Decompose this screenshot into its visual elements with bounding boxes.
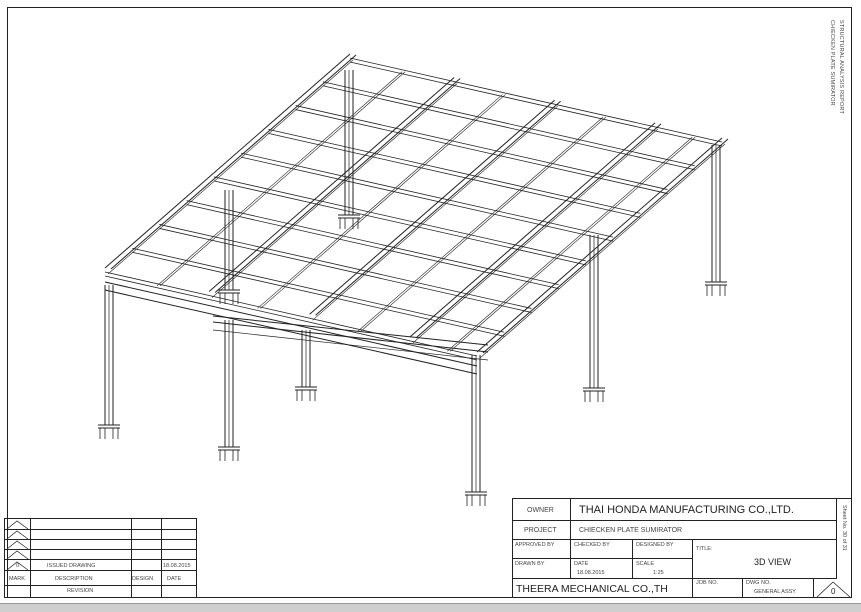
designed-by-label: DESIGNED BY <box>636 542 674 548</box>
revision-mark-triangles-icon <box>6 520 29 571</box>
main-girder <box>309 99 555 315</box>
edge-girder <box>104 289 478 375</box>
approved-by-label: APPROVED BY <box>515 542 555 548</box>
cross-beam <box>322 81 695 167</box>
cross-beam <box>322 85 695 171</box>
cross-beam <box>349 61 723 147</box>
cross-beam <box>268 132 641 218</box>
title-block: OWNER THAI HONDA MANUFACTURING CO.,LTD. … <box>512 498 852 598</box>
purlin <box>159 71 406 286</box>
revision-row-mark: 0 <box>16 563 20 569</box>
dwg-no-value: GENERAL ASSY <box>754 589 796 595</box>
cross-beam <box>104 275 478 361</box>
revision-triangle-icon <box>816 581 851 598</box>
project-value: CHIECKEN PLATE SUMIRATOR <box>579 527 683 534</box>
main-girder <box>482 138 729 354</box>
revision-table: 0 ISSUED DRAWING 18.08.2015 MARK DESCRIP… <box>4 518 197 598</box>
drawing-sheet-border <box>7 7 852 598</box>
purlin <box>156 71 403 286</box>
purlin <box>260 94 506 309</box>
cross-beam <box>132 247 505 333</box>
side-note-line1: STRUCTURAL ANALYSIS REPORT <box>838 20 844 115</box>
date-value: 18.08.2015 <box>577 570 605 576</box>
header-design: DESIGN <box>132 576 154 582</box>
main-girder <box>214 78 461 293</box>
cross-beam <box>159 228 532 313</box>
sheet-no-cell: Sheet No. 30 of 31 <box>837 499 852 579</box>
cross-beam <box>241 152 614 238</box>
bottom-scrollbar[interactable] <box>0 603 861 612</box>
main-girder <box>315 100 561 316</box>
header-date: DATE <box>167 576 182 582</box>
main-girder <box>312 105 558 321</box>
cross-beam <box>268 128 641 214</box>
title-value: 3D VIEW <box>754 557 792 567</box>
revision-mark: 0 <box>831 587 836 596</box>
purlin <box>360 116 607 332</box>
project-label: PROJECT <box>524 527 557 534</box>
main-girder <box>211 83 458 298</box>
title-label: TITLE: <box>696 546 713 552</box>
cross-beam <box>132 251 505 337</box>
purlin <box>257 94 503 309</box>
main-girder <box>107 59 354 275</box>
main-girder <box>479 143 726 359</box>
main-girder <box>208 77 455 292</box>
owner-label: OWNER <box>527 507 554 514</box>
cross-beam <box>186 204 559 290</box>
scale-value: 1:25 <box>653 570 664 576</box>
purlin <box>447 137 693 352</box>
cross-beam <box>186 200 559 286</box>
side-note-line2: CHIECKEN PLATE SUMIRATOR <box>829 20 835 106</box>
cross-beam <box>159 224 532 309</box>
cross-beam <box>295 105 668 190</box>
side-note: STRUCTURAL ANALYSIS REPORT CHIECKEN PLAT… <box>826 20 852 160</box>
cross-beam <box>104 271 478 357</box>
cross-beam <box>349 57 723 143</box>
dwg-no-label: DWG NO. <box>746 580 771 586</box>
owner-value: THAI HONDA MANUFACTURING CO.,LTD. <box>579 504 794 516</box>
revision-row-description: ISSUED DRAWING <box>47 563 96 569</box>
cross-beam <box>213 176 586 262</box>
cross-beam <box>213 180 586 266</box>
purlin <box>450 137 696 352</box>
header-mark: MARK <box>9 576 25 582</box>
drawn-by-label: DRAWN BY <box>515 561 545 567</box>
scale-label: SCALE <box>636 561 655 567</box>
main-girder <box>412 128 659 344</box>
revision-row-date: 18.08.2015 <box>163 563 191 569</box>
main-girder <box>104 53 351 269</box>
checked-by-label: CHECKED BY <box>574 542 610 548</box>
front-girder <box>212 315 489 346</box>
revision-footer: REVISION <box>67 588 94 594</box>
date-label: DATE <box>574 561 589 567</box>
front-girder <box>212 321 489 353</box>
cross-beam <box>241 156 614 242</box>
main-girder <box>476 137 723 353</box>
main-girder <box>409 122 656 338</box>
sheet-no: Sheet No. 30 of 31 <box>841 505 847 551</box>
company-name: THEERA MECHANICAL CO.,TH <box>516 583 668 595</box>
job-no-label: JOB NO. <box>696 580 719 586</box>
main-girder <box>415 123 662 339</box>
main-girder <box>110 54 357 270</box>
header-description: DESCRIPTION <box>55 576 93 582</box>
front-girder <box>212 329 489 361</box>
cross-beam <box>295 109 668 194</box>
purlin <box>357 116 604 332</box>
